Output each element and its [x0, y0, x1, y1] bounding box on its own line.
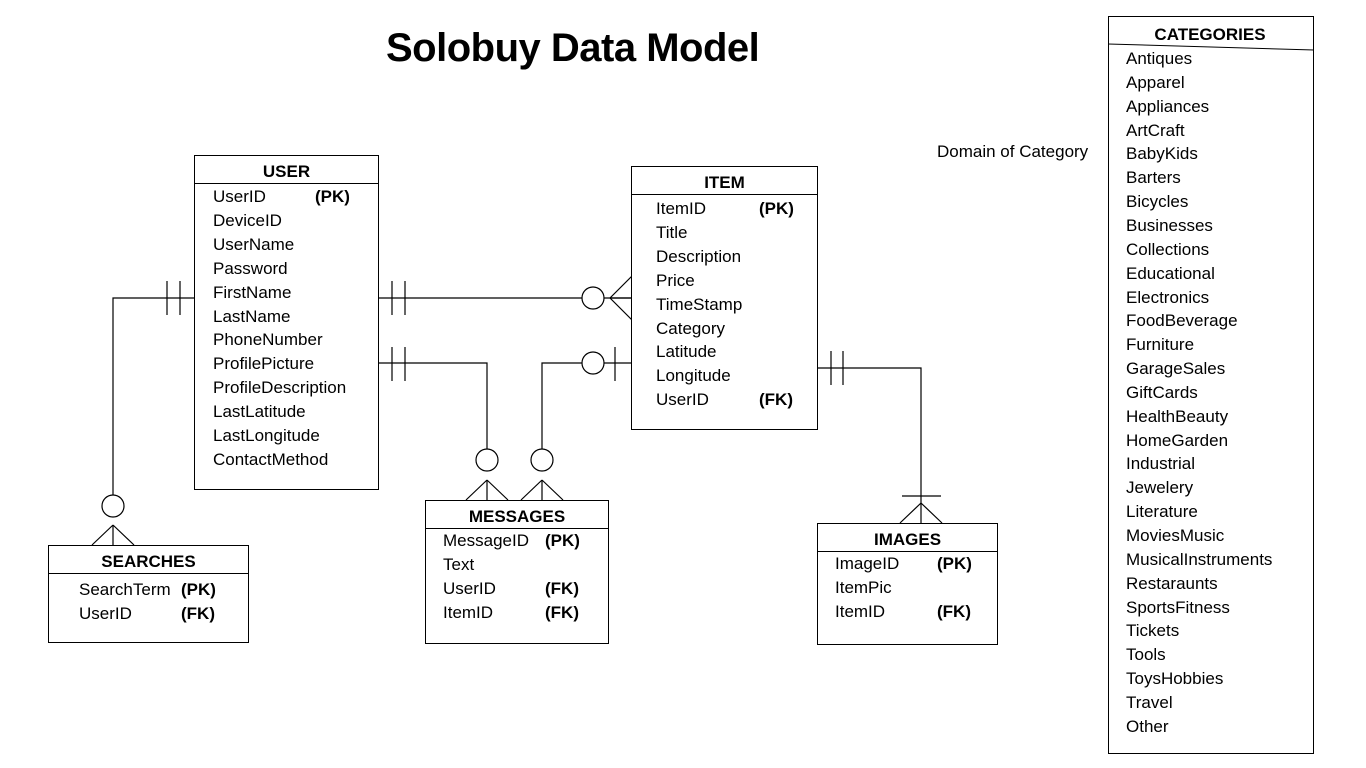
- category-item: Barters: [1126, 168, 1181, 188]
- category-item: FoodBeverage: [1126, 311, 1238, 331]
- entity-title: ITEM: [632, 167, 817, 195]
- entity-title: IMAGES: [818, 524, 997, 552]
- attribute-name: LastLongitude: [213, 426, 320, 445]
- attribute-name: UserID: [443, 579, 496, 598]
- attribute-name: Longitude: [656, 366, 731, 386]
- attribute-name: ImageID: [835, 554, 900, 573]
- attribute-key: (PK): [315, 187, 350, 206]
- user-searches-relationship: [91, 281, 195, 546]
- category-item: ArtCraft: [1126, 120, 1185, 140]
- domain-of-category-label: Domain of Category: [937, 142, 1089, 161]
- category-item: Appliances: [1126, 96, 1210, 116]
- entity-title: SEARCHES: [49, 546, 248, 574]
- attribute-name: ItemID: [656, 199, 707, 218]
- attribute-key: (FK): [545, 603, 579, 622]
- categories-frame: [1108, 16, 1314, 754]
- category-item: Literature: [1126, 502, 1198, 522]
- attribute-name: Latitude: [656, 342, 717, 362]
- attribute-name: UserID: [656, 390, 709, 410]
- attribute-name: TimeStamp: [656, 294, 743, 314]
- attribute-name: ItemID: [443, 603, 494, 622]
- category-item: Furniture: [1126, 335, 1195, 355]
- category-item: Bicycles: [1126, 192, 1189, 212]
- attribute-name: Title: [656, 222, 688, 242]
- attribute-name: ProfileDescription: [213, 378, 347, 398]
- category-item: Businesses: [1126, 215, 1213, 235]
- attribute-name: ItemID: [835, 602, 886, 621]
- attribute-name: UserName: [213, 234, 295, 254]
- attribute-name: PhoneNumber: [213, 330, 323, 350]
- attribute-key: (PK): [181, 580, 216, 599]
- item-messages-relationship: [520, 347, 632, 501]
- categories-title: CATEGORIES: [1154, 25, 1266, 44]
- category-item: Electronics: [1126, 287, 1210, 307]
- category-item: GiftCards: [1126, 382, 1198, 402]
- attribute-name: UserID: [213, 187, 266, 206]
- attribute-key: (FK): [759, 390, 793, 410]
- attribute-name: LastName: [213, 306, 291, 326]
- category-item: GarageSales: [1126, 359, 1226, 379]
- attribute-name: Price: [656, 270, 695, 290]
- attribute-name: Text: [443, 555, 475, 574]
- category-item: Tickets: [1126, 621, 1180, 641]
- attribute-name: Category: [656, 318, 725, 338]
- attribute-name: ItemPic: [835, 578, 892, 597]
- user-item-relationship: [378, 275, 633, 321]
- category-item: Apparel: [1126, 72, 1185, 92]
- searches-entity: SEARCHES SearchTerm (PK) UserID (FK): [48, 545, 249, 643]
- category-item: HomeGarden: [1126, 430, 1229, 450]
- category-item: MusicalInstruments: [1126, 549, 1273, 569]
- attribute-key: (PK): [759, 199, 794, 218]
- attribute-key: (PK): [545, 531, 580, 550]
- category-item: Collections: [1126, 239, 1210, 259]
- category-item: SportsFitness: [1126, 597, 1230, 617]
- category-item: Industrial: [1126, 454, 1195, 474]
- attribute-key: (PK): [937, 554, 972, 573]
- entity-title: MESSAGES: [426, 501, 608, 529]
- user-messages-relationship: [378, 347, 509, 501]
- attribute-name: ContactMethod: [213, 449, 329, 469]
- attribute-name: DeviceID: [213, 210, 282, 230]
- category-item: Other: [1126, 716, 1169, 736]
- category-item: Jewelery: [1126, 478, 1194, 498]
- category-item: Travel: [1126, 692, 1173, 712]
- attribute-name: Password: [213, 258, 288, 278]
- attribute-name: Description: [656, 246, 742, 266]
- category-item: Restaraunts: [1126, 573, 1218, 593]
- category-item: Educational: [1126, 263, 1215, 283]
- attribute-key: (FK): [181, 604, 215, 623]
- category-item: ToysHobbies: [1126, 669, 1224, 689]
- attribute-name: UserID: [79, 604, 132, 623]
- diagram-title: Solobuy Data Model: [386, 26, 760, 70]
- attribute-name: MessageID: [443, 531, 529, 550]
- category-item: Antiques: [1126, 49, 1193, 68]
- attribute-key: (FK): [937, 602, 971, 621]
- attribute-key: (FK): [545, 579, 579, 598]
- attribute-name: SearchTerm: [79, 580, 171, 599]
- item-images-relationship: [817, 351, 943, 524]
- category-item: BabyKids: [1126, 144, 1198, 164]
- attribute-name: LastLatitude: [213, 402, 306, 422]
- entity-title: USER: [195, 156, 378, 184]
- attribute-name: FirstName: [213, 282, 292, 302]
- category-item: MoviesMusic: [1126, 526, 1225, 545]
- attribute-name: ProfilePicture: [213, 354, 315, 374]
- category-item: Tools: [1126, 645, 1166, 665]
- category-item: HealthBeauty: [1126, 406, 1229, 426]
